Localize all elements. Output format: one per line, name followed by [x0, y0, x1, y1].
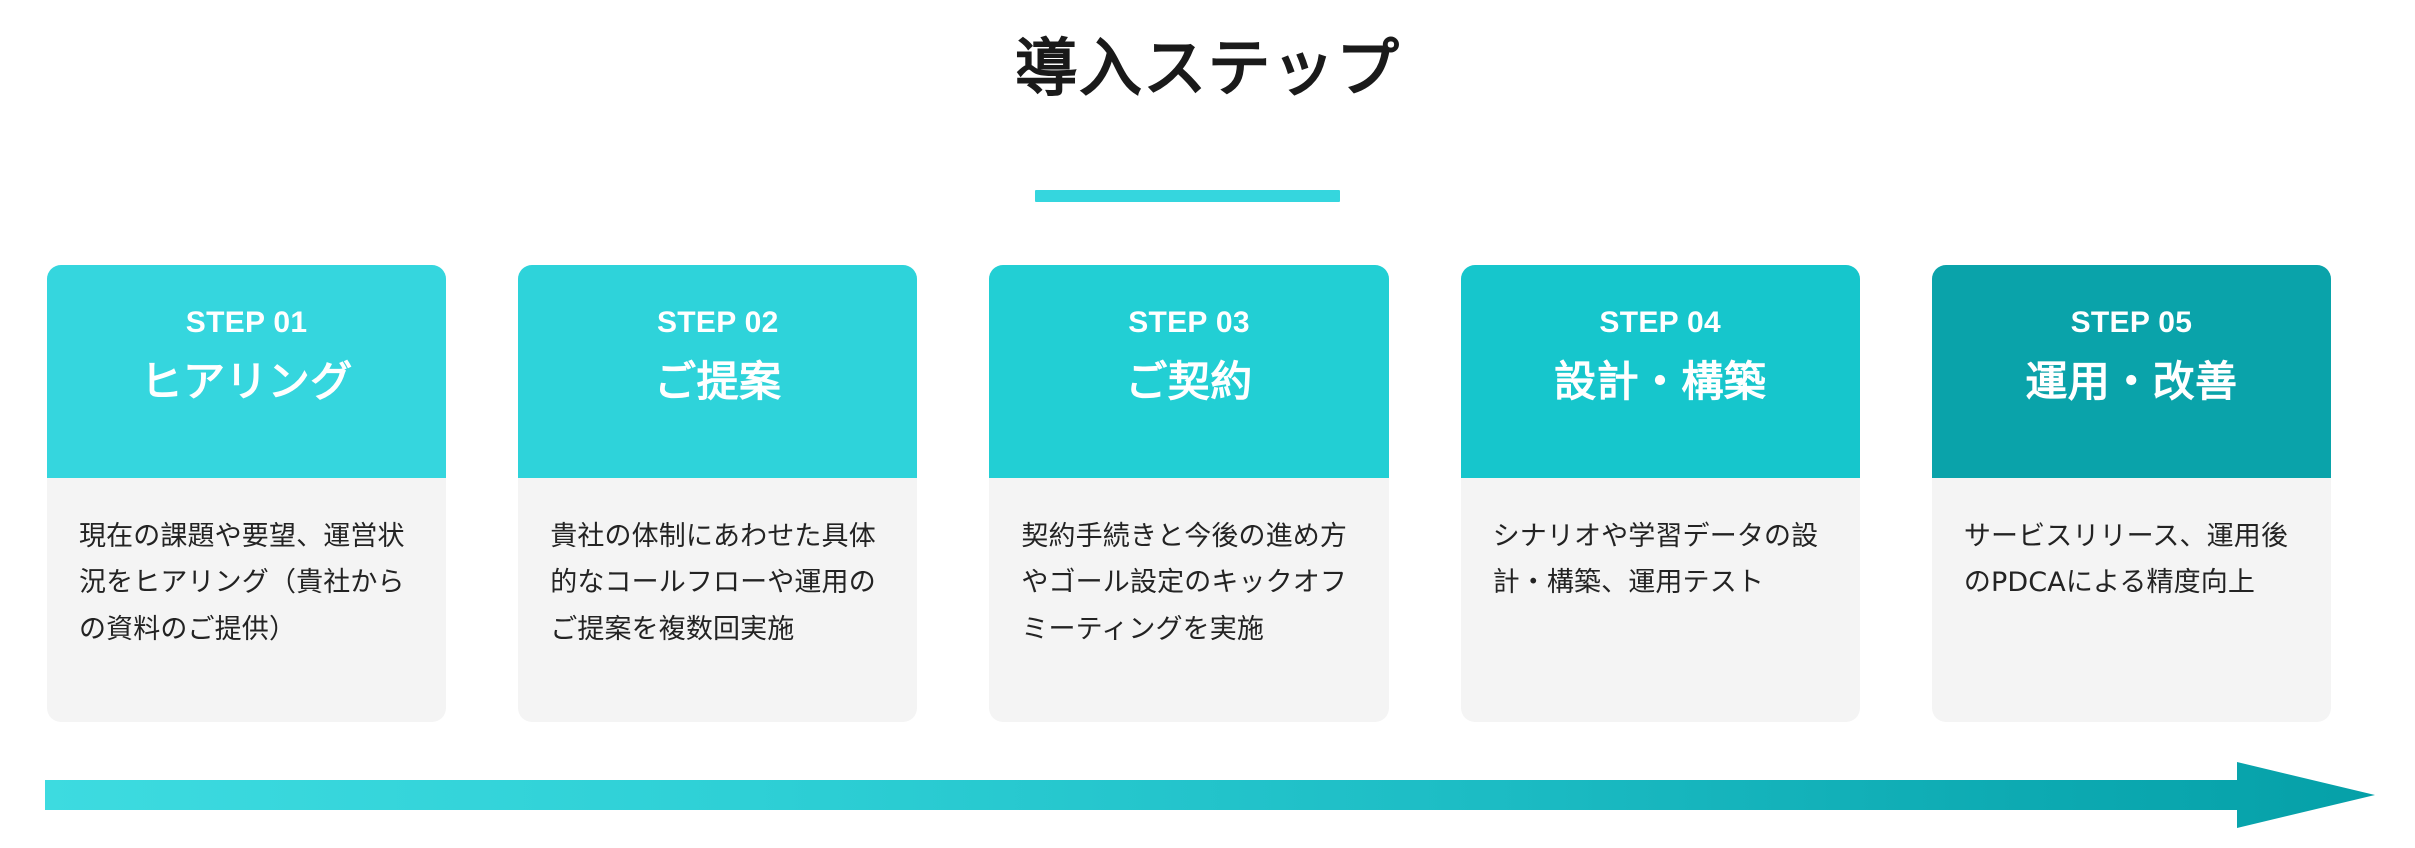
section-header: 導入ステップ: [0, 0, 2415, 109]
step-card-body: シナリオや学習データの設計・構築、運用テスト: [1461, 478, 1860, 722]
step-kicker-label: STEP 02: [656, 306, 779, 339]
step-card[interactable]: STEP 03 ご契約 契約手続きと今後の進め方やゴール設定のキックオフミーティ…: [989, 265, 1389, 722]
step-card-header: STEP 05 運用・改善: [1931, 265, 2332, 478]
step-kicker-label: STEP 04: [1599, 306, 1722, 339]
step-card-header: STEP 04 設計・構築: [1460, 265, 1860, 478]
step-description: 契約手続きと今後の進め方やゴール設定のキックオフミーティングを実施: [1021, 521, 1348, 645]
step-card[interactable]: STEP 02 ご提案 貴社の体制にあわせた具体的なコールフローや運用のご提案を…: [518, 265, 918, 722]
page-title: 導入ステップ: [1014, 32, 1401, 105]
step-name-label: 運用・改善: [2025, 357, 2238, 406]
step-card-body: 貴社の体制にあわせた具体的なコールフローや運用のご提案を複数回実施: [518, 478, 917, 722]
step-kicker-label: STEP 01: [185, 306, 308, 339]
step-card-body: 契約手続きと今後の進め方やゴール設定のキックオフミーティングを実施: [989, 478, 1388, 722]
step-description: サービスリリース、運用後のPDCAによる精度向上: [1963, 521, 2289, 599]
step-kicker-label: STEP 05: [2070, 306, 2193, 339]
step-name-label: ヒアリング: [140, 357, 353, 406]
step-card-header: STEP 03 ご契約: [989, 265, 1389, 478]
step-card-body: 現在の課題や要望、運営状況をヒアリング（貴社からの資料のご提供）: [47, 478, 446, 722]
step-description: 貴社の体制にあわせた具体的なコールフローや運用のご提案を複数回実施: [550, 521, 876, 645]
title-underline-bar: [1035, 190, 1340, 202]
step-card[interactable]: STEP 01 ヒアリング 現在の課題や要望、運営状況をヒアリング（貴社からの資…: [47, 265, 447, 722]
step-card[interactable]: STEP 04 設計・構築 シナリオや学習データの設計・構築、運用テスト: [1460, 265, 1860, 722]
step-name-label: ご提案: [654, 357, 782, 406]
right-arrow-icon: [45, 762, 2375, 828]
step-name-label: 設計・構築: [1554, 357, 1767, 406]
step-name-label: ご契約: [1125, 357, 1253, 406]
step-card-header: STEP 02 ご提案: [518, 265, 918, 478]
step-card[interactable]: STEP 05 運用・改善 サービスリリース、運用後のPDCAによる精度向上: [1931, 265, 2332, 722]
step-card-header: STEP 01 ヒアリング: [47, 265, 447, 478]
step-kicker-label: STEP 03: [1128, 306, 1250, 339]
step-card-body: サービスリリース、運用後のPDCAによる精度向上: [1932, 478, 2331, 722]
steps-row: STEP 01 ヒアリング 現在の課題や要望、運営状況をヒアリング（貴社からの資…: [47, 265, 2332, 722]
step-description: 現在の課題や要望、運営状況をヒアリング（貴社からの資料のご提供）: [79, 521, 405, 645]
step-description: シナリオや学習データの設計・構築、運用テスト: [1492, 521, 1819, 599]
flow-arrow: [45, 762, 2375, 828]
